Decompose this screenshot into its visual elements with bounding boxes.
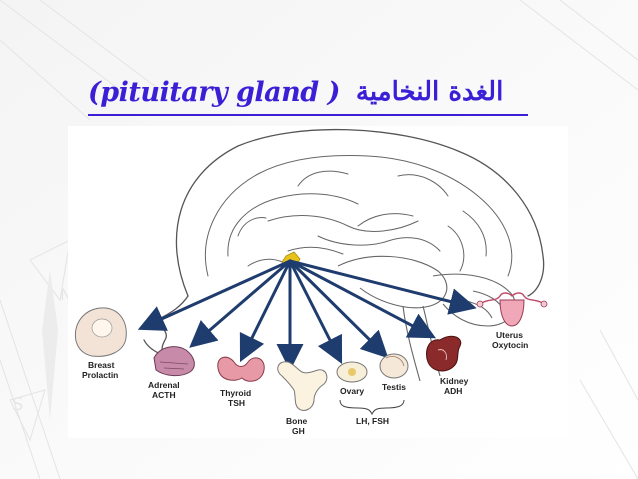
pituitary-diagram: Breast Prolactin Adrenal ACTH Thyroid TS… [68, 126, 568, 438]
title-underline [88, 114, 528, 116]
title-arabic: الغدة النخامية [355, 77, 504, 107]
breast-organ: Breast Prolactin [74, 307, 127, 380]
kidney-organ: Kidney ADH [426, 335, 469, 396]
label-uterus-2: Oxytocin [492, 340, 528, 350]
label-ovary: Ovary [340, 386, 364, 396]
label-gonad-hormones: LH, FSH [356, 416, 389, 426]
label-testis: Testis [382, 382, 406, 392]
thyroid-organ: Thyroid TSH [217, 356, 265, 408]
title-english: (pituitary gland ) [88, 76, 340, 108]
arrow-adrenal [189, 259, 292, 348]
label-adrenal-2: ACTH [152, 390, 176, 400]
arrow-breast [137, 259, 292, 331]
compass-decoration: S N [12, 270, 72, 420]
gonad-bracket: LH, FSH [339, 399, 405, 426]
testis-organ: Testis [379, 353, 409, 392]
uterus-organ: Uterus Oxytocin [476, 292, 548, 350]
label-thyroid-1: Thyroid [220, 388, 251, 398]
label-breast-2: Prolactin [82, 370, 118, 380]
label-breast-1: Breast [88, 360, 115, 370]
label-uterus-1: Uterus [496, 330, 523, 340]
svg-text:S: S [12, 394, 23, 415]
arrow-thyroid [239, 259, 292, 363]
label-thyroid-2: TSH [228, 398, 245, 408]
arrow-testis [288, 259, 389, 359]
label-bone-2: GH [292, 426, 305, 436]
head-outline [143, 128, 545, 366]
brainstem-cerebellum [337, 255, 516, 382]
brain-folds [204, 155, 513, 277]
label-bone-1: Bone [286, 416, 308, 426]
adrenal-organ: Adrenal ACTH [148, 346, 195, 400]
ovary-organ: Ovary [336, 361, 368, 396]
label-kidney-2: ADH [444, 386, 462, 396]
label-kidney-1: Kidney [440, 376, 469, 386]
arrow-kidney [288, 259, 436, 339]
arrow-ovary [288, 259, 343, 365]
svg-text:N: N [60, 285, 72, 304]
bone-organ: Bone GH [277, 361, 328, 436]
slide-title: (pituitary gland ) الغدة النخامية [88, 70, 528, 114]
label-adrenal-1: Adrenal [148, 380, 180, 390]
hormone-arrows [137, 259, 477, 371]
arrow-uterus [288, 259, 477, 315]
